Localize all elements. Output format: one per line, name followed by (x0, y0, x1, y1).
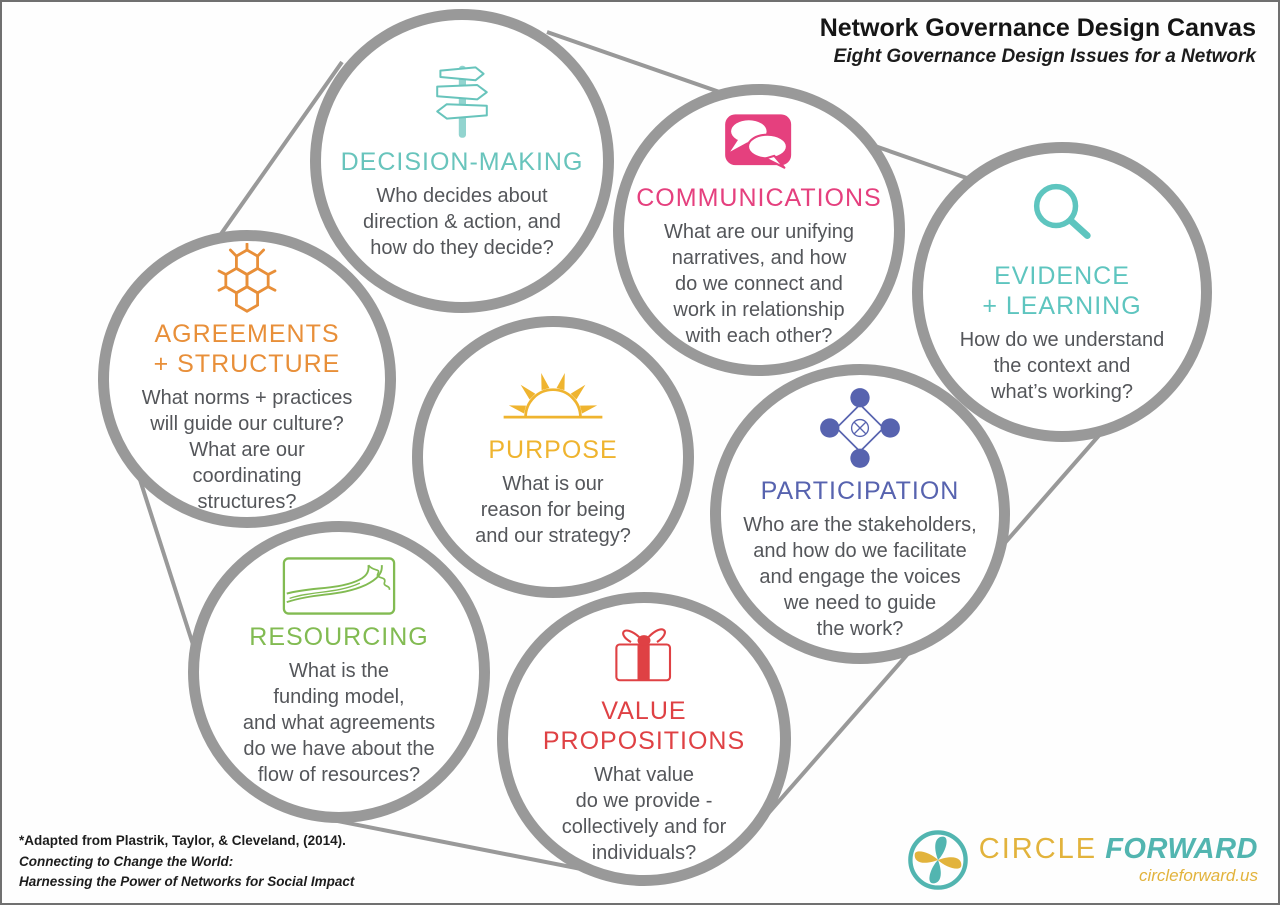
circle-participation: PARTICIPATION Who are the stakeholders, … (710, 364, 1010, 664)
logo-brand-circle: CIRCLE (978, 833, 1098, 866)
circle-forward-logo-icon (907, 829, 969, 891)
circle-title: RESOURCING (249, 622, 429, 651)
citation: *Adapted from Plastrik, Taylor, & Clevel… (19, 831, 354, 892)
citation-line: Harnessing the Power of Networks for Soc… (19, 873, 355, 889)
logo-brand: CIRCLE FORWARD (979, 834, 1258, 864)
header: Network Governance Design Canvas Eight G… (820, 14, 1256, 68)
citation-line: *Adapted from Plastrik, Taylor, & Clevel… (19, 833, 346, 849)
honeycomb-icon (203, 242, 291, 313)
circle-forward-logo: CIRCLE FORWARD circleforward.us (907, 829, 1258, 891)
circle-question: How do we understand the context and wha… (959, 329, 1165, 403)
logo-brand-forward: FORWARD (1105, 833, 1258, 866)
circle-communications: COMMUNICATIONS What are our unifying nar… (613, 84, 905, 376)
circle-title: AGREEMENTS + STRUCTURE (153, 320, 341, 378)
circle-question: What norms + practices will guide our cu… (141, 387, 353, 513)
circle-question: What are our unifying narratives, and ho… (663, 221, 855, 348)
circle-purpose: PURPOSE What is our reason for being and… (412, 316, 694, 598)
gift-icon (602, 612, 686, 690)
circle-title: PARTICIPATION (760, 476, 960, 505)
circle-title: EVIDENCE + LEARNING (982, 262, 1142, 320)
circle-question: What is the funding model, and what agre… (242, 660, 436, 787)
river-icon (282, 556, 396, 616)
logo-text: CIRCLE FORWARD circleforward.us (979, 834, 1258, 885)
signpost-icon (426, 61, 498, 141)
circle-title: COMMUNICATIONS (636, 183, 882, 212)
circle-value-propositions: VALUE PROPOSITIONS What value do we prov… (497, 592, 791, 886)
circle-question: Who are the stakeholders, and how do we … (743, 514, 977, 641)
circle-question: What is our reason for being and our str… (475, 473, 631, 548)
page-subtitle: Eight Governance Design Issues for a Net… (833, 46, 1256, 67)
circle-question: Who decides about direction & action, an… (363, 185, 561, 260)
circle-question: What value do we provide - collectively … (561, 764, 727, 864)
circle-decision-making: DECISION-MAKING Who decides about direct… (310, 9, 614, 313)
circle-resourcing: RESOURCING What is the funding model, an… (188, 521, 490, 823)
page-title: Network Governance Design Canvas (819, 14, 1256, 42)
people-circle-icon (818, 386, 902, 470)
circle-title: VALUE PROPOSITIONS (542, 697, 746, 755)
magnifier-icon (1024, 179, 1100, 255)
sunrise-icon (498, 365, 608, 429)
citation-line: Connecting to Change the World: (19, 853, 234, 869)
circle-title: DECISION-MAKING (340, 147, 584, 176)
logo-url: circleforward.us (1138, 865, 1258, 885)
circle-agreements-structure: AGREEMENTS + STRUCTURE What norms + prac… (98, 230, 396, 528)
speech-bubbles-icon (714, 111, 804, 177)
circle-title: PURPOSE (488, 435, 618, 464)
circle-evidence-learning: EVIDENCE + LEARNING How do we understand… (912, 142, 1212, 442)
